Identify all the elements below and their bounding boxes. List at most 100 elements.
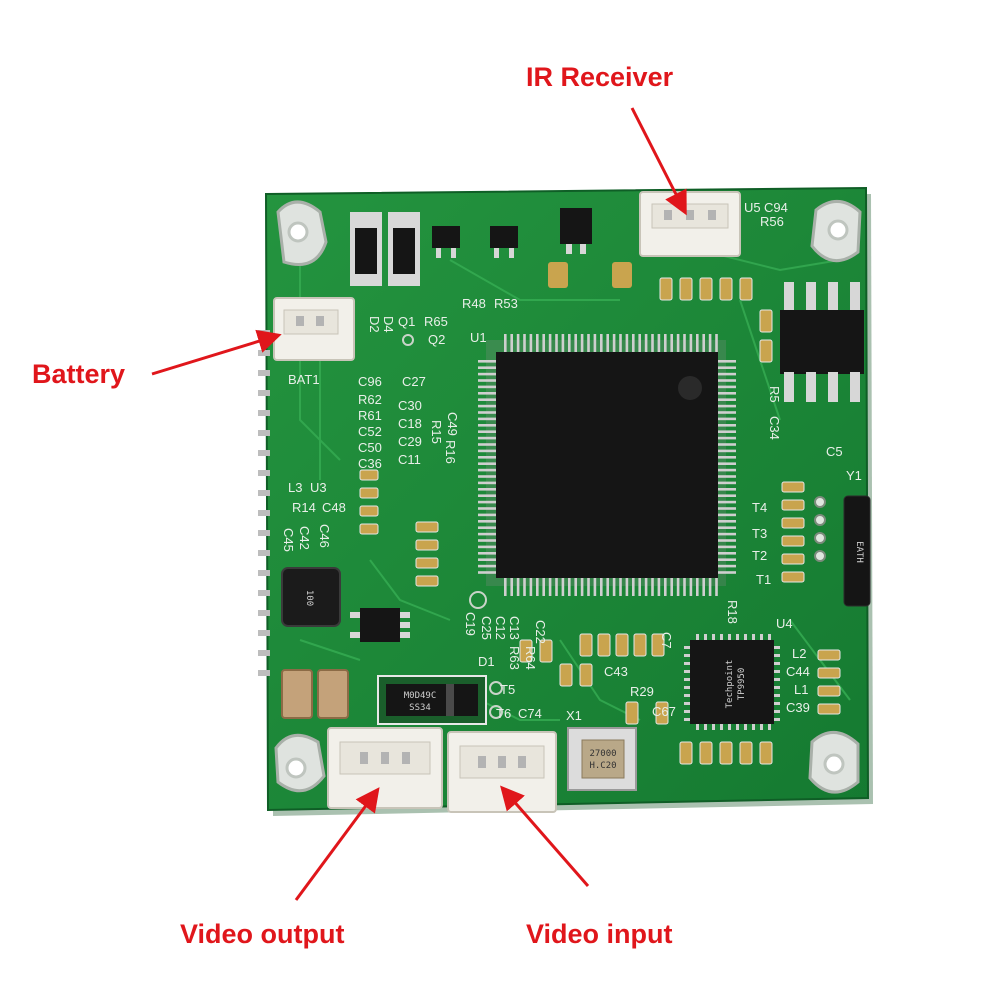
chip-pin bbox=[772, 646, 780, 649]
silk-t6: T6 bbox=[496, 706, 511, 721]
chip-pin bbox=[718, 539, 736, 542]
chip-pin bbox=[478, 443, 496, 446]
chip-pin bbox=[478, 545, 496, 549]
silk-r65: R65 bbox=[424, 314, 448, 329]
silk-t3: T3 bbox=[752, 526, 767, 541]
silk-c5: C5 bbox=[826, 444, 843, 459]
silk-r61: R61 bbox=[358, 408, 382, 423]
silk-u5: U5 bbox=[744, 200, 761, 215]
chip-pin bbox=[478, 526, 496, 529]
silk-c50: C50 bbox=[358, 440, 382, 455]
chip-pin bbox=[696, 578, 699, 596]
chip-pin bbox=[619, 334, 622, 352]
chip-pin bbox=[478, 424, 496, 427]
silk-l2: L2 bbox=[792, 646, 806, 661]
chip-pin bbox=[720, 722, 723, 730]
label-video-output: Video output bbox=[180, 919, 345, 949]
silk-c27: C27 bbox=[402, 374, 426, 389]
silk-l3: L3 bbox=[288, 480, 302, 495]
chip-pin bbox=[625, 578, 629, 596]
chip-pin bbox=[478, 520, 496, 523]
chip-pin bbox=[478, 564, 496, 568]
chip-pin bbox=[684, 718, 692, 721]
chip-pin bbox=[768, 722, 771, 730]
chip-pin bbox=[542, 578, 545, 596]
chip-pin bbox=[638, 578, 641, 596]
chip-pin bbox=[728, 722, 731, 730]
crystal-marking-1: 27000 bbox=[589, 749, 616, 759]
silk-r62: R62 bbox=[358, 392, 382, 407]
chip-pin bbox=[478, 462, 496, 465]
chip-pin bbox=[718, 507, 736, 510]
silk-c43: C43 bbox=[604, 664, 628, 679]
chip-pin bbox=[587, 578, 590, 596]
chip-pin bbox=[684, 710, 692, 713]
chip-pin bbox=[478, 507, 496, 510]
silk-r53: R53 bbox=[494, 296, 518, 311]
chip-pin bbox=[478, 404, 496, 408]
vias bbox=[402, 334, 503, 719]
silk-c22: C22 bbox=[533, 620, 548, 644]
chip-pin bbox=[670, 334, 673, 352]
chip-pin bbox=[708, 578, 712, 596]
chip-pin bbox=[718, 488, 736, 491]
chip-pin bbox=[696, 634, 699, 642]
callout-arrows bbox=[151, 107, 687, 901]
chip-pin bbox=[720, 634, 723, 642]
silk-c67: C67 bbox=[652, 704, 676, 719]
battery-connector bbox=[273, 297, 355, 361]
chip-pin bbox=[676, 334, 680, 352]
oscillator-marking: EATH bbox=[854, 541, 864, 563]
silk-r18: R18 bbox=[725, 600, 740, 624]
video-decoder-chip: Techpoint TP9950 bbox=[684, 634, 780, 730]
video-input-connector bbox=[447, 731, 557, 813]
chip-pin bbox=[593, 578, 597, 596]
silkscreen-labels: U5 C94 R56 D2 D4 Q1 R65 Q2 U1 R48 R53 BA… bbox=[281, 200, 862, 723]
chip-pin bbox=[478, 417, 496, 421]
crystal: 27000 H.C20 bbox=[567, 727, 637, 791]
chip-pin bbox=[644, 578, 648, 596]
silk-u1: U1 bbox=[470, 330, 487, 345]
chip-pin bbox=[478, 366, 496, 369]
chip-pin bbox=[638, 334, 641, 352]
chip-pin bbox=[478, 360, 496, 363]
chip-pin bbox=[504, 334, 507, 352]
chip-pin bbox=[580, 578, 584, 596]
chip-pin bbox=[561, 334, 565, 352]
chip-pin bbox=[772, 678, 780, 681]
chip-pin bbox=[718, 379, 736, 382]
chip-pin bbox=[478, 552, 496, 555]
chip-pin bbox=[684, 646, 692, 649]
silk-c7: C7 bbox=[659, 632, 674, 649]
chip-pin bbox=[772, 718, 780, 721]
diode-marking-2: SS34 bbox=[409, 703, 431, 713]
chip-pin bbox=[612, 578, 616, 596]
chip-pin bbox=[736, 722, 739, 730]
u4-marking-2: TP9950 bbox=[737, 668, 747, 701]
arrow-video-input bbox=[500, 785, 590, 887]
chip-pin bbox=[718, 385, 736, 389]
chip-pin bbox=[529, 578, 533, 596]
chip-pin bbox=[772, 710, 780, 713]
chip-pin bbox=[574, 334, 577, 352]
tantalum-capacitors bbox=[281, 669, 349, 719]
label-battery: Battery bbox=[32, 359, 126, 389]
schottky-diode: M0D49C SS34 bbox=[377, 675, 487, 725]
chip-pin bbox=[478, 385, 496, 389]
silk-t2: T2 bbox=[752, 548, 767, 563]
ir-receiver-connector bbox=[639, 191, 741, 257]
chip-pin bbox=[548, 334, 552, 352]
arrow-battery bbox=[151, 329, 282, 376]
chip-pin bbox=[670, 578, 673, 596]
chip-pin bbox=[718, 398, 736, 401]
chip-pin bbox=[718, 513, 736, 517]
chip-pin bbox=[664, 578, 667, 596]
chip-pin bbox=[718, 564, 736, 568]
chip-pin bbox=[689, 334, 693, 352]
chip-pin bbox=[712, 722, 715, 730]
chip-pin bbox=[478, 449, 496, 453]
chip-pin bbox=[718, 417, 736, 421]
chip-pin bbox=[612, 334, 616, 352]
silk-c52: C52 bbox=[358, 424, 382, 439]
